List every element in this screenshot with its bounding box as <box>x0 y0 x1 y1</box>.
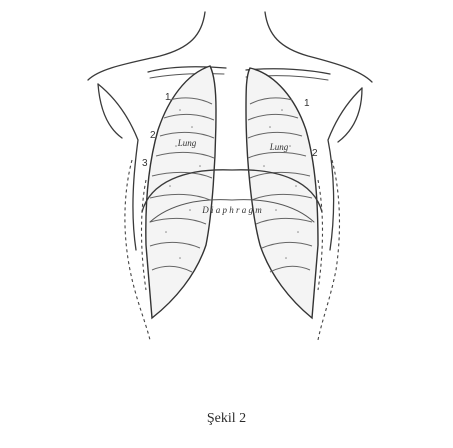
region-label-right-2: 2 <box>312 148 318 159</box>
torso-left-outline <box>98 84 138 250</box>
left-lung <box>146 66 216 318</box>
torso-right-outline <box>328 88 362 250</box>
neck-left-outline <box>88 12 205 80</box>
figure-caption: Şekil 2 <box>0 411 453 427</box>
left-lung-label: Lung <box>177 138 197 148</box>
clavicle-left <box>148 67 226 72</box>
region-label-left-3: 3 <box>142 158 148 169</box>
arm-right-outline <box>338 88 362 142</box>
torso-right-dashed <box>318 160 339 340</box>
right-lung-label: Lung <box>269 142 289 152</box>
torso-right-dashed-inner <box>318 180 323 290</box>
diaphragm-label: D i a p h r a g m <box>201 205 262 215</box>
region-label-right-1: 1 <box>304 98 310 109</box>
arm-left-outline <box>98 84 122 138</box>
region-label-left-2: 2 <box>150 130 156 141</box>
region-label-left-1: 1 <box>165 92 171 103</box>
